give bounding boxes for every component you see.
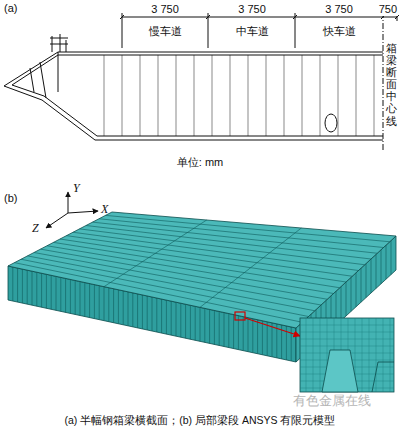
dimension-text: 3 750 bbox=[324, 3, 354, 16]
lane-label: 慢车道 bbox=[149, 25, 182, 38]
panel-letter: (a) bbox=[4, 2, 17, 15]
box-girder-section bbox=[4, 12, 399, 152]
lane-label: 中车道 bbox=[236, 25, 269, 38]
dimension-text: 3 750 bbox=[237, 3, 267, 16]
dimension-text: 3 750 bbox=[150, 3, 180, 16]
panel-letter: (b) bbox=[4, 192, 17, 205]
axis-label: Z bbox=[32, 222, 39, 236]
dimension-text: 750 bbox=[378, 3, 398, 16]
figure-caption: (a) 半幅钢箱梁横截面；(b) 局部梁段 ANSYS 有限元模型 bbox=[65, 414, 336, 426]
axis-label: X bbox=[101, 203, 108, 217]
lane-label: 快车道 bbox=[323, 25, 356, 38]
watermark: 有色金属在线 bbox=[293, 394, 371, 409]
axis-label: Y bbox=[73, 182, 80, 196]
unit-note: 单位: mm bbox=[177, 156, 223, 169]
centerline-label: 箱梁断面中心线 bbox=[385, 42, 398, 127]
coordinate-axes bbox=[46, 192, 98, 228]
detail-inset bbox=[300, 318, 394, 392]
